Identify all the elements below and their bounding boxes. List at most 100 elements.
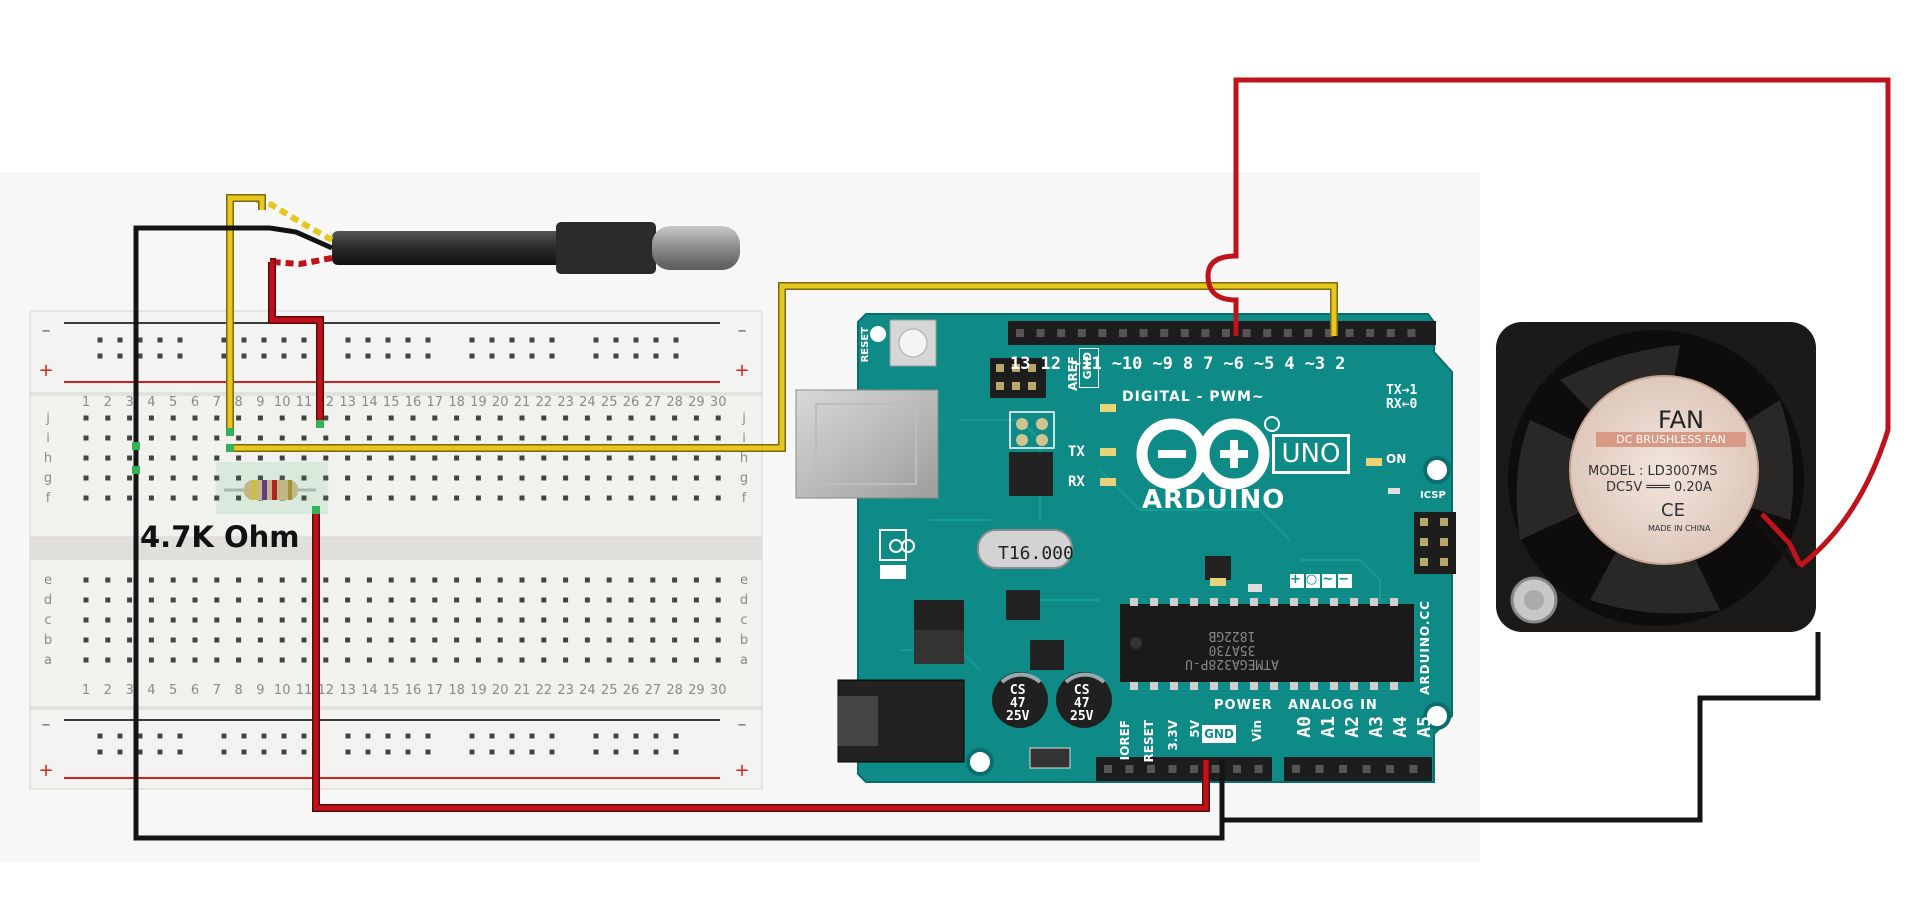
breadboard-hole[interactable] — [563, 475, 569, 481]
breadboard-hole[interactable] — [715, 455, 721, 461]
breadboard-hole[interactable] — [715, 597, 721, 603]
breadboard-hole[interactable] — [469, 353, 475, 359]
header-pin[interactable] — [1016, 329, 1024, 337]
breadboard-hole[interactable] — [475, 597, 481, 603]
breadboard-hole[interactable] — [214, 637, 220, 643]
header-pin[interactable] — [1254, 765, 1263, 773]
breadboard-hole[interactable] — [83, 435, 89, 441]
breadboard-hole[interactable] — [673, 337, 679, 343]
breadboard-hole[interactable] — [388, 577, 394, 583]
breadboard-hole[interactable] — [170, 475, 176, 481]
breadboard-hole[interactable] — [241, 353, 247, 359]
breadboard-hole[interactable] — [236, 475, 242, 481]
breadboard-hole[interactable] — [257, 475, 263, 481]
breadboard-hole[interactable] — [127, 435, 133, 441]
breadboard-hole[interactable] — [584, 455, 590, 461]
breadboard-hole[interactable] — [469, 749, 475, 755]
breadboard-hole[interactable] — [157, 337, 163, 343]
reset-button[interactable] — [889, 319, 937, 367]
breadboard-hole[interactable] — [279, 597, 285, 603]
breadboard-hole[interactable] — [606, 495, 612, 501]
breadboard-hole[interactable] — [563, 435, 569, 441]
breadboard-hole[interactable] — [715, 415, 721, 421]
header-pin[interactable] — [1104, 765, 1112, 773]
breadboard-hole[interactable] — [177, 353, 183, 359]
header-pin[interactable] — [1407, 329, 1416, 337]
breadboard-hole[interactable] — [628, 435, 634, 441]
breadboard-hole[interactable] — [279, 475, 285, 481]
breadboard-hole[interactable] — [497, 415, 503, 421]
breadboard-hole[interactable] — [653, 733, 659, 739]
breadboard-hole[interactable] — [385, 337, 391, 343]
breadboard-hole[interactable] — [628, 495, 634, 501]
breadboard-hole[interactable] — [475, 495, 481, 501]
breadboard-hole[interactable] — [672, 637, 678, 643]
breadboard-hole[interactable] — [606, 617, 612, 623]
breadboard-hole[interactable] — [281, 353, 287, 359]
breadboard-hole[interactable] — [563, 657, 569, 663]
breadboard-hole[interactable] — [475, 435, 481, 441]
breadboard-hole[interactable] — [192, 475, 198, 481]
breadboard-hole[interactable] — [563, 415, 569, 421]
breadboard-hole[interactable] — [541, 475, 547, 481]
breadboard-hole[interactable] — [606, 577, 612, 583]
breadboard-hole[interactable] — [693, 435, 699, 441]
header-pin[interactable] — [1362, 765, 1371, 773]
breadboard-hole[interactable] — [170, 455, 176, 461]
breadboard-hole[interactable] — [475, 617, 481, 623]
breadboard-hole[interactable] — [323, 597, 329, 603]
breadboard-hole[interactable] — [410, 435, 416, 441]
breadboard-hole[interactable] — [593, 733, 599, 739]
breadboard-hole[interactable] — [650, 617, 656, 623]
breadboard-hole[interactable] — [388, 657, 394, 663]
breadboard-hole[interactable] — [672, 657, 678, 663]
breadboard-hole[interactable] — [192, 617, 198, 623]
breadboard-hole[interactable] — [475, 577, 481, 583]
breadboard-hole[interactable] — [454, 415, 460, 421]
breadboard-hole[interactable] — [366, 455, 372, 461]
breadboard-hole[interactable] — [301, 435, 307, 441]
header-pin[interactable] — [1315, 765, 1324, 773]
breadboard-hole[interactable] — [584, 495, 590, 501]
breadboard-hole[interactable] — [633, 337, 639, 343]
breadboard-hole[interactable] — [214, 597, 220, 603]
breadboard-hole[interactable] — [345, 657, 351, 663]
breadboard-hole[interactable] — [323, 455, 329, 461]
breadboard-hole[interactable] — [715, 577, 721, 583]
breadboard-hole[interactable] — [257, 617, 263, 623]
breadboard-hole[interactable] — [653, 337, 659, 343]
breadboard-hole[interactable] — [366, 475, 372, 481]
breadboard-hole[interactable] — [236, 617, 242, 623]
header-pin[interactable] — [1211, 765, 1220, 773]
breadboard-hole[interactable] — [410, 495, 416, 501]
breadboard-hole[interactable] — [388, 597, 394, 603]
breadboard-hole[interactable] — [405, 337, 411, 343]
breadboard-hole[interactable] — [715, 657, 721, 663]
breadboard-hole[interactable] — [432, 577, 438, 583]
breadboard-hole[interactable] — [192, 597, 198, 603]
breadboard-hole[interactable] — [650, 657, 656, 663]
breadboard-hole[interactable] — [257, 597, 263, 603]
breadboard-hole[interactable] — [653, 353, 659, 359]
breadboard-hole[interactable] — [672, 415, 678, 421]
breadboard-hole[interactable] — [454, 577, 460, 583]
breadboard-hole[interactable] — [405, 749, 411, 755]
header-pin[interactable] — [1160, 329, 1169, 337]
breadboard-hole[interactable] — [519, 455, 525, 461]
breadboard-hole[interactable] — [475, 637, 481, 643]
header-pin[interactable] — [1283, 329, 1292, 337]
breadboard-hole[interactable] — [127, 597, 133, 603]
breadboard-hole[interactable] — [650, 475, 656, 481]
breadboard-hole[interactable] — [301, 637, 307, 643]
breadboard-hole[interactable] — [236, 495, 242, 501]
breadboard-hole[interactable] — [301, 337, 307, 343]
breadboard-hole[interactable] — [672, 475, 678, 481]
usb-port[interactable] — [795, 389, 939, 499]
breadboard-hole[interactable] — [454, 455, 460, 461]
breadboard-hole[interactable] — [83, 455, 89, 461]
breadboard-hole[interactable] — [301, 733, 307, 739]
breadboard-hole[interactable] — [366, 657, 372, 663]
breadboard-hole[interactable] — [366, 415, 372, 421]
breadboard-hole[interactable] — [549, 733, 555, 739]
breadboard-hole[interactable] — [177, 749, 183, 755]
